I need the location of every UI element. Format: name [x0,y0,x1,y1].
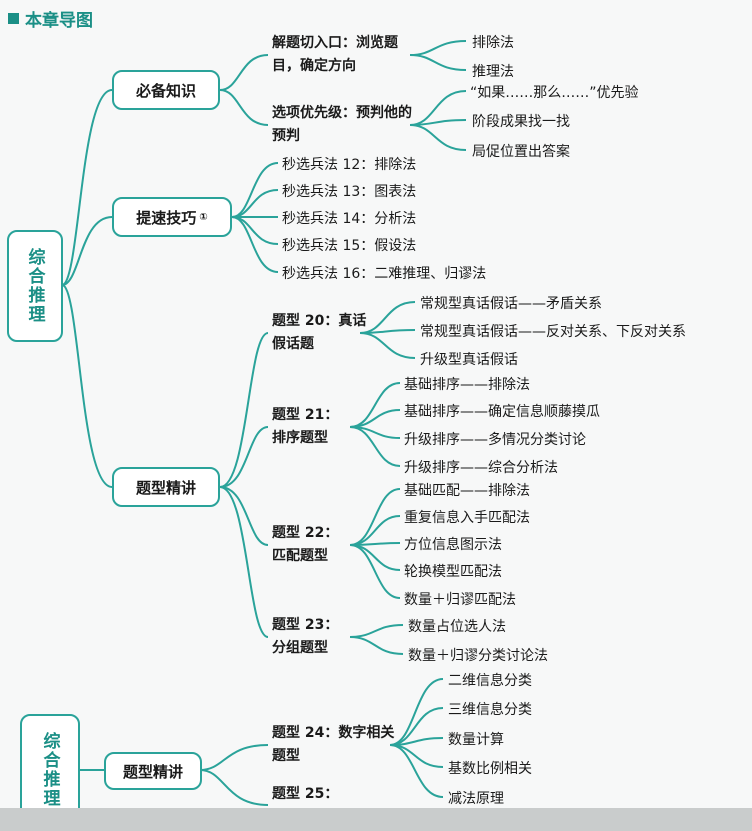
node-b2-label: 提速技巧 [136,208,197,227]
leaf: 排除法 [472,35,514,51]
leaf: 秒选兵法 16：二难推理、归谬法 [282,266,487,282]
leaf: 推理法 [472,64,514,80]
leaf: 基础匹配——排除法 [404,483,530,499]
node-b1-label: 必备知识 [135,81,196,100]
leaf: 重复信息入手匹配法 [404,510,530,526]
leaf: 秒选兵法 14：分析法 [282,211,417,227]
node-b1-s1-label: 解题切入口：浏览题目，确定方向 [272,35,398,74]
leaf: 升级排序——多情况分类讨论 [404,432,586,448]
leaf: 基础排序——确定信息顺藤摸瓜 [404,404,600,420]
root-label: 综合推理 [39,732,60,808]
node-t21: 题型 21：排序题型 [272,404,352,450]
node-m2-b1-label: 题型精讲 [122,762,183,781]
leaf: 阶段成果找一找 [472,114,570,130]
leaf: 常规型真话假话——矛盾关系 [420,296,602,312]
leaf: 秒选兵法 13：图表法 [282,184,417,200]
page-title: 本章导图 [25,11,93,31]
node-b3: 题型精讲 [112,467,220,507]
leaf: 基数比例相关 [448,761,532,777]
node-b1-s2-label: 选项优先级：预判他的预判 [272,105,412,144]
leaf: 基础排序——排除法 [404,377,530,393]
node-t22: 题型 22：匹配题型 [272,522,352,568]
header: 本章导图 [8,6,93,31]
node-m2-b1: 题型精讲 [104,752,202,790]
node-t22-label: 题型 22：匹配题型 [272,525,339,564]
node-t21-label: 题型 21：排序题型 [272,407,339,446]
leaf: 数量＋归谬分类讨论法 [408,648,548,664]
node-t20: 题型 20：真话假话题 [272,310,367,356]
leaf: “如果……那么……”优先验 [470,85,639,101]
node-b1: 必备知识 [112,70,220,110]
leaf: 秒选兵法 12：排除法 [282,157,417,173]
node-b1-s1: 解题切入口：浏览题目，确定方向 [272,32,412,78]
node-t23: 题型 23：分组题型 [272,614,352,660]
leaf: 三维信息分类 [448,702,532,718]
leaf: 升级型真话假话 [420,352,518,368]
leaf: 升级排序——综合分析法 [404,460,558,476]
root-node: 综合推理 [7,230,63,342]
leaf: 常规型真话假话——反对关系、下反对关系 [420,324,686,340]
node-b3-label: 题型精讲 [135,478,196,497]
leaf: 数量计算 [448,732,504,748]
footnote-mark: ① [199,211,208,223]
node-t20-label: 题型 20：真话假话题 [272,313,367,352]
leaf: 数量＋归谬匹配法 [404,592,516,608]
leaf: 轮换模型匹配法 [404,564,502,580]
node-b1-s2: 选项优先级：预判他的预判 [272,102,412,148]
bottom-bar [0,808,752,831]
leaf: 数量占位选人法 [408,619,506,635]
node-t24-label: 题型 24：数字相关题型 [272,725,395,764]
header-square-icon [8,13,19,24]
leaf: 二维信息分类 [448,673,532,689]
leaf: 减法原理 [448,791,504,807]
leaf: 局促位置出答案 [472,144,570,160]
root-label: 综合推理 [24,248,45,324]
leaf: 秒选兵法 15：假设法 [282,238,417,254]
node-b2: 提速技巧 ① [112,197,232,237]
node-t23-label: 题型 23：分组题型 [272,617,339,656]
node-t24: 题型 24：数字相关题型 [272,722,396,768]
leaf: 方位信息图示法 [404,537,502,553]
